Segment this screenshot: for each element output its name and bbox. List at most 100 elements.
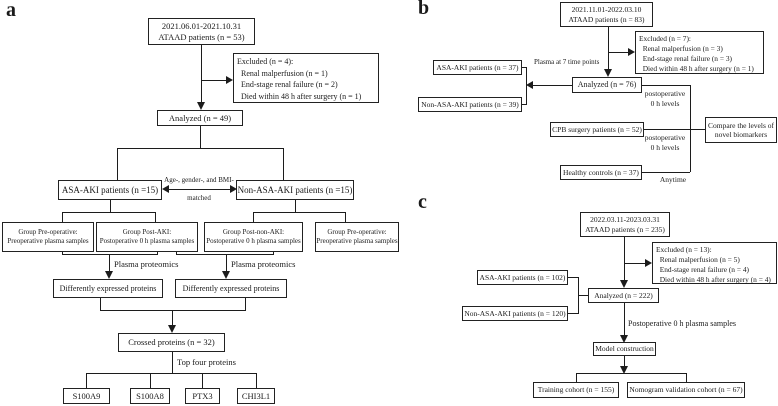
protein-box-ptx3: PTX3	[185, 388, 220, 404]
connector-line	[642, 172, 690, 173]
excluded-box-c: Excluded (n = 13): Renal malperfusion (n…	[652, 242, 777, 284]
connector-line	[644, 129, 705, 130]
connector-line	[176, 254, 274, 255]
connector-line	[273, 252, 274, 255]
connector-line	[200, 126, 201, 148]
nomogram-validation-box: Nomogram validation cohort (n = 67)	[627, 382, 745, 398]
arrowhead-left	[162, 185, 169, 193]
postoperative-0h-label-1: postoperative 0 h levels	[644, 89, 686, 108]
healthy-controls-box: Healthy controls (n = 37)	[560, 165, 642, 180]
match-label-bottom: matched	[187, 194, 211, 202]
analyzed-box-c: Analyzed (n = 222)	[588, 288, 659, 303]
arrowhead-down	[604, 69, 612, 77]
connector-line	[100, 298, 101, 310]
model-construction-box: Model construction	[593, 342, 656, 356]
connector-line	[155, 212, 156, 222]
enrollment-box-c: 2022.03.11-2023.03.31 ATAAD patients (n …	[580, 212, 670, 237]
connector-line	[526, 67, 527, 105]
connector-line	[176, 252, 177, 255]
connector-line	[226, 254, 227, 272]
plasma-proteomics-label-right: Plasma proteomics	[231, 259, 296, 269]
arrowhead-right	[645, 259, 652, 267]
arrowhead-down	[620, 366, 628, 374]
connector-line	[295, 200, 296, 212]
connector-line	[62, 252, 63, 255]
anytime-label: Anytime	[659, 175, 687, 184]
arrowhead-down	[105, 271, 113, 279]
connector-line	[576, 373, 577, 382]
connector-line	[283, 148, 284, 180]
connector-line	[62, 212, 63, 222]
match-label-top: Age-, gender-, and BMI-	[164, 176, 234, 184]
arrowhead-down	[620, 280, 628, 288]
connector-line	[117, 148, 284, 149]
connector-line	[624, 356, 625, 367]
connector-line	[245, 298, 246, 310]
connector-line	[686, 373, 687, 382]
asa-aki-box-c: ASA-AKI patients (n = 102)	[477, 270, 568, 285]
connector-line	[62, 254, 158, 255]
non-asa-aki-box-b: Non-ASA-AKI patients (n = 39)	[418, 97, 522, 112]
connector-line	[608, 27, 609, 70]
connector-line	[568, 277, 578, 278]
panel-a-label: a	[6, 0, 16, 21]
postoperative-0h-label-2: postoperative 0 h levels	[644, 133, 686, 152]
connector-line	[109, 254, 110, 272]
connector-line	[642, 85, 690, 86]
cpb-surgery-box: CPB surgery patients (n = 52)	[550, 122, 644, 137]
connector-line	[201, 80, 226, 81]
non-asa-aki-box-c: Non-ASA-AKI patients (n = 120)	[462, 306, 568, 321]
asa-aki-box-a: ASA-AKI patients (n =15)	[58, 180, 162, 200]
training-cohort-box: Training cohort (n = 155)	[533, 382, 619, 398]
matched-double-arrow-shaft	[168, 189, 232, 190]
connector-line	[172, 352, 173, 373]
connector-line	[522, 67, 526, 68]
panel-c-label: c	[418, 191, 427, 213]
connector-line	[202, 373, 203, 388]
connector-line	[150, 373, 151, 388]
enrollment-box-b: 2021.11.01-2022.03.10 ATAAD patients (n …	[560, 2, 653, 27]
panel-b-label: b	[418, 0, 430, 19]
connector-line	[100, 310, 246, 311]
connector-line	[256, 373, 257, 388]
asa-aki-box-b: ASA-AKI patients (n = 37)	[433, 60, 522, 75]
enrollment-box-a: 2021.06.01-2021.10.31 ATAAD patients (n …	[148, 18, 255, 45]
arrowhead-down	[197, 102, 205, 110]
connector-line	[253, 212, 254, 222]
connector-line	[578, 295, 588, 296]
arrowhead-left	[526, 81, 533, 89]
non-asa-aki-box-a: Non-ASA-AKI patients (n =15)	[236, 180, 354, 200]
crossed-proteins-box: Crossed proteins (n = 32)	[118, 333, 225, 352]
connector-line	[62, 212, 156, 213]
connector-line	[522, 104, 526, 105]
analyzed-box-b: Analyzed (n = 76)	[572, 77, 642, 93]
connector-line	[624, 237, 625, 281]
connector-line	[117, 148, 118, 180]
group-post-aki-box: Group Post-AKI: Postoperative 0 h plasma…	[96, 222, 198, 252]
dep-right-box: Differently expressed proteins	[175, 279, 287, 298]
group-pre-operative-right-box: Group Pre-operative: Preoperative plasma…	[315, 222, 399, 252]
arrowhead-right	[628, 48, 635, 56]
connector-line	[201, 45, 202, 102]
arrowhead-right	[230, 185, 237, 193]
connector-line	[345, 212, 346, 222]
connector-line	[172, 310, 173, 326]
top-four-proteins-label: Top four proteins	[177, 357, 236, 367]
group-post-non-aki-box: Group Post-non-AKI: Postoperative 0 h pl…	[204, 222, 303, 252]
arrowhead-down	[222, 271, 230, 279]
connector-line	[608, 52, 629, 53]
compare-biomarkers-box: Compare the levels of novel biomarkers	[705, 117, 777, 143]
connector-line	[624, 263, 646, 264]
connector-line	[624, 303, 625, 336]
connector-line	[110, 200, 111, 212]
connector-line	[86, 373, 87, 388]
arrowhead-down	[168, 325, 176, 333]
arrowhead-right	[226, 76, 233, 84]
plasma-7-timepoints-label: Plasma at 7 time points	[534, 58, 600, 66]
connector-line	[576, 373, 687, 374]
connector-line	[690, 85, 691, 172]
connector-line	[86, 373, 256, 374]
group-pre-operative-left-box: Group Pre-operative: Preoperative plasma…	[2, 222, 94, 252]
plasma-proteomics-label-left: Plasma proteomics	[114, 259, 179, 269]
